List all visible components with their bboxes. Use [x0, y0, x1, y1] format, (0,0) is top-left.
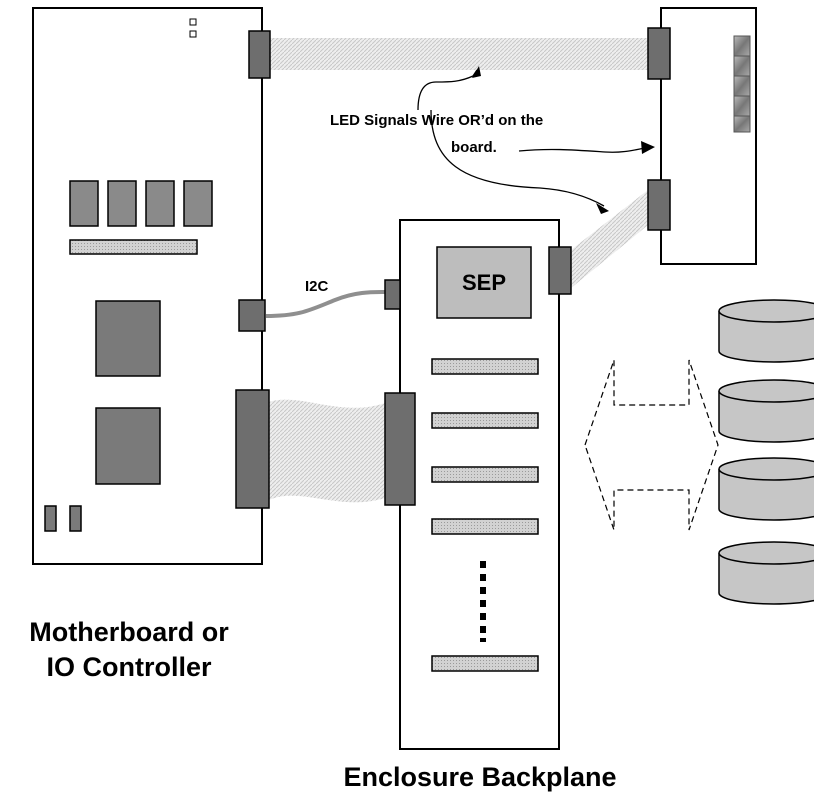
disk — [718, 299, 814, 363]
disk — [718, 541, 814, 605]
motherboard-chip — [95, 407, 161, 485]
disk-stack — [718, 299, 814, 605]
disk — [718, 379, 814, 443]
arrow-heads — [472, 66, 655, 214]
backplane-i2c-connector — [384, 279, 401, 310]
backplane-sas-connector — [384, 392, 416, 506]
motherboard-chip — [95, 300, 161, 377]
led-note-line1: LED Signals Wire OR’d on the — [330, 112, 543, 129]
sep-to-led-cable — [571, 190, 648, 288]
motherboard-title-line1: Motherboard or — [29, 617, 229, 647]
enclosure-backplane — [399, 219, 560, 750]
board-marker — [189, 30, 197, 38]
motherboard-i2c-connector — [238, 299, 266, 332]
motherboard-sas-connector — [235, 389, 270, 509]
led-board-connector-bottom — [647, 179, 671, 231]
led-indicators — [733, 35, 751, 133]
connectors — [235, 27, 671, 509]
board-marker — [189, 18, 197, 26]
backplane-title: Enclosure Backplane — [343, 762, 616, 792]
led-note-line2: board. — [451, 139, 497, 156]
motherboard-led-connector — [248, 30, 271, 79]
drive-slots — [431, 358, 539, 672]
i2c-cable — [265, 290, 387, 318]
motherboard-component — [69, 505, 82, 532]
sas-ribbon-cable — [269, 399, 385, 503]
memory-chips — [69, 180, 213, 227]
motherboard-board — [32, 7, 263, 565]
led-annotation-arrows — [417, 69, 646, 207]
motherboard-slot — [69, 239, 198, 255]
led-ribbon-cable-top — [267, 38, 650, 70]
sep-connector — [548, 246, 572, 295]
motherboard-title-line2: IO Controller — [46, 652, 211, 682]
bidirectional-dashed-arrow — [584, 359, 719, 531]
motherboard-component — [44, 505, 57, 532]
disk — [718, 457, 814, 521]
sep-label: SEP — [462, 270, 506, 295]
continuation-dots — [480, 561, 486, 642]
led-board-connector-top — [647, 27, 671, 80]
sep-chip — [436, 246, 532, 319]
i2c-label: I2C — [305, 278, 329, 295]
led-board — [660, 7, 757, 265]
